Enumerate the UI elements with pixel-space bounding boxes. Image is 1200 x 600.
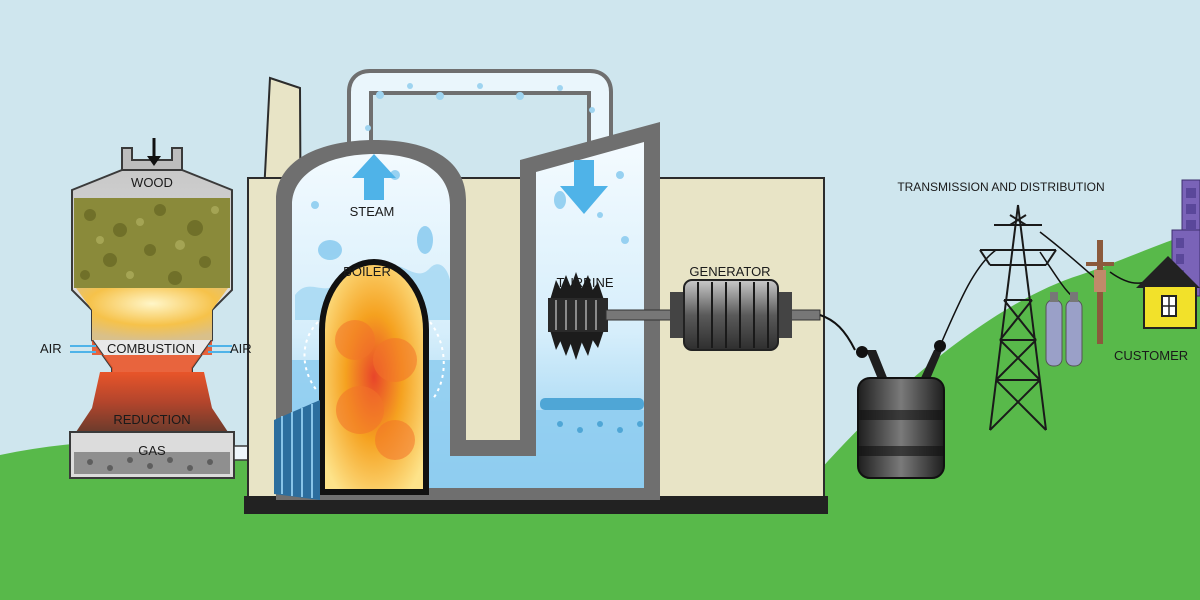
generator-icon	[670, 279, 792, 351]
house-icon	[1136, 256, 1200, 329]
burner-inlet	[274, 400, 320, 500]
generator-label: GENERATOR	[689, 264, 770, 279]
transmission-label: TRANSMISSION AND DISTRIBUTION	[897, 180, 1104, 194]
air-inlet-right-arrow-icon	[208, 345, 232, 353]
transformer-icon	[819, 314, 946, 479]
air-right-label: AIR	[230, 341, 252, 356]
boiler-label: BOILER	[343, 264, 391, 279]
pole-transformer-cylinders-icon	[1045, 292, 1083, 367]
turbine-rotor-icon	[548, 272, 608, 360]
reduction-label: REDUCTION	[113, 412, 190, 427]
air-inlet-left-arrow-icon	[70, 345, 96, 353]
transmission-tower-icon	[979, 204, 1057, 431]
steam-down-arrow-icon	[560, 160, 608, 214]
boiler-furnace	[303, 258, 445, 495]
customer-label: CUSTOMER	[1114, 348, 1188, 363]
gasifier	[69, 138, 300, 479]
wood-feed-arrow-icon	[147, 138, 161, 166]
wood-label: WOOD	[131, 175, 173, 190]
air-left-label: AIR	[40, 341, 62, 356]
steam-label: STEAM	[350, 204, 395, 219]
turbine-label: TURBINE	[556, 275, 613, 290]
gas-label: GAS	[138, 443, 166, 458]
utility-pole-icon	[1086, 240, 1114, 344]
steam-up-arrow-icon	[352, 154, 396, 200]
combustion-label: COMBUSTION	[107, 341, 195, 356]
